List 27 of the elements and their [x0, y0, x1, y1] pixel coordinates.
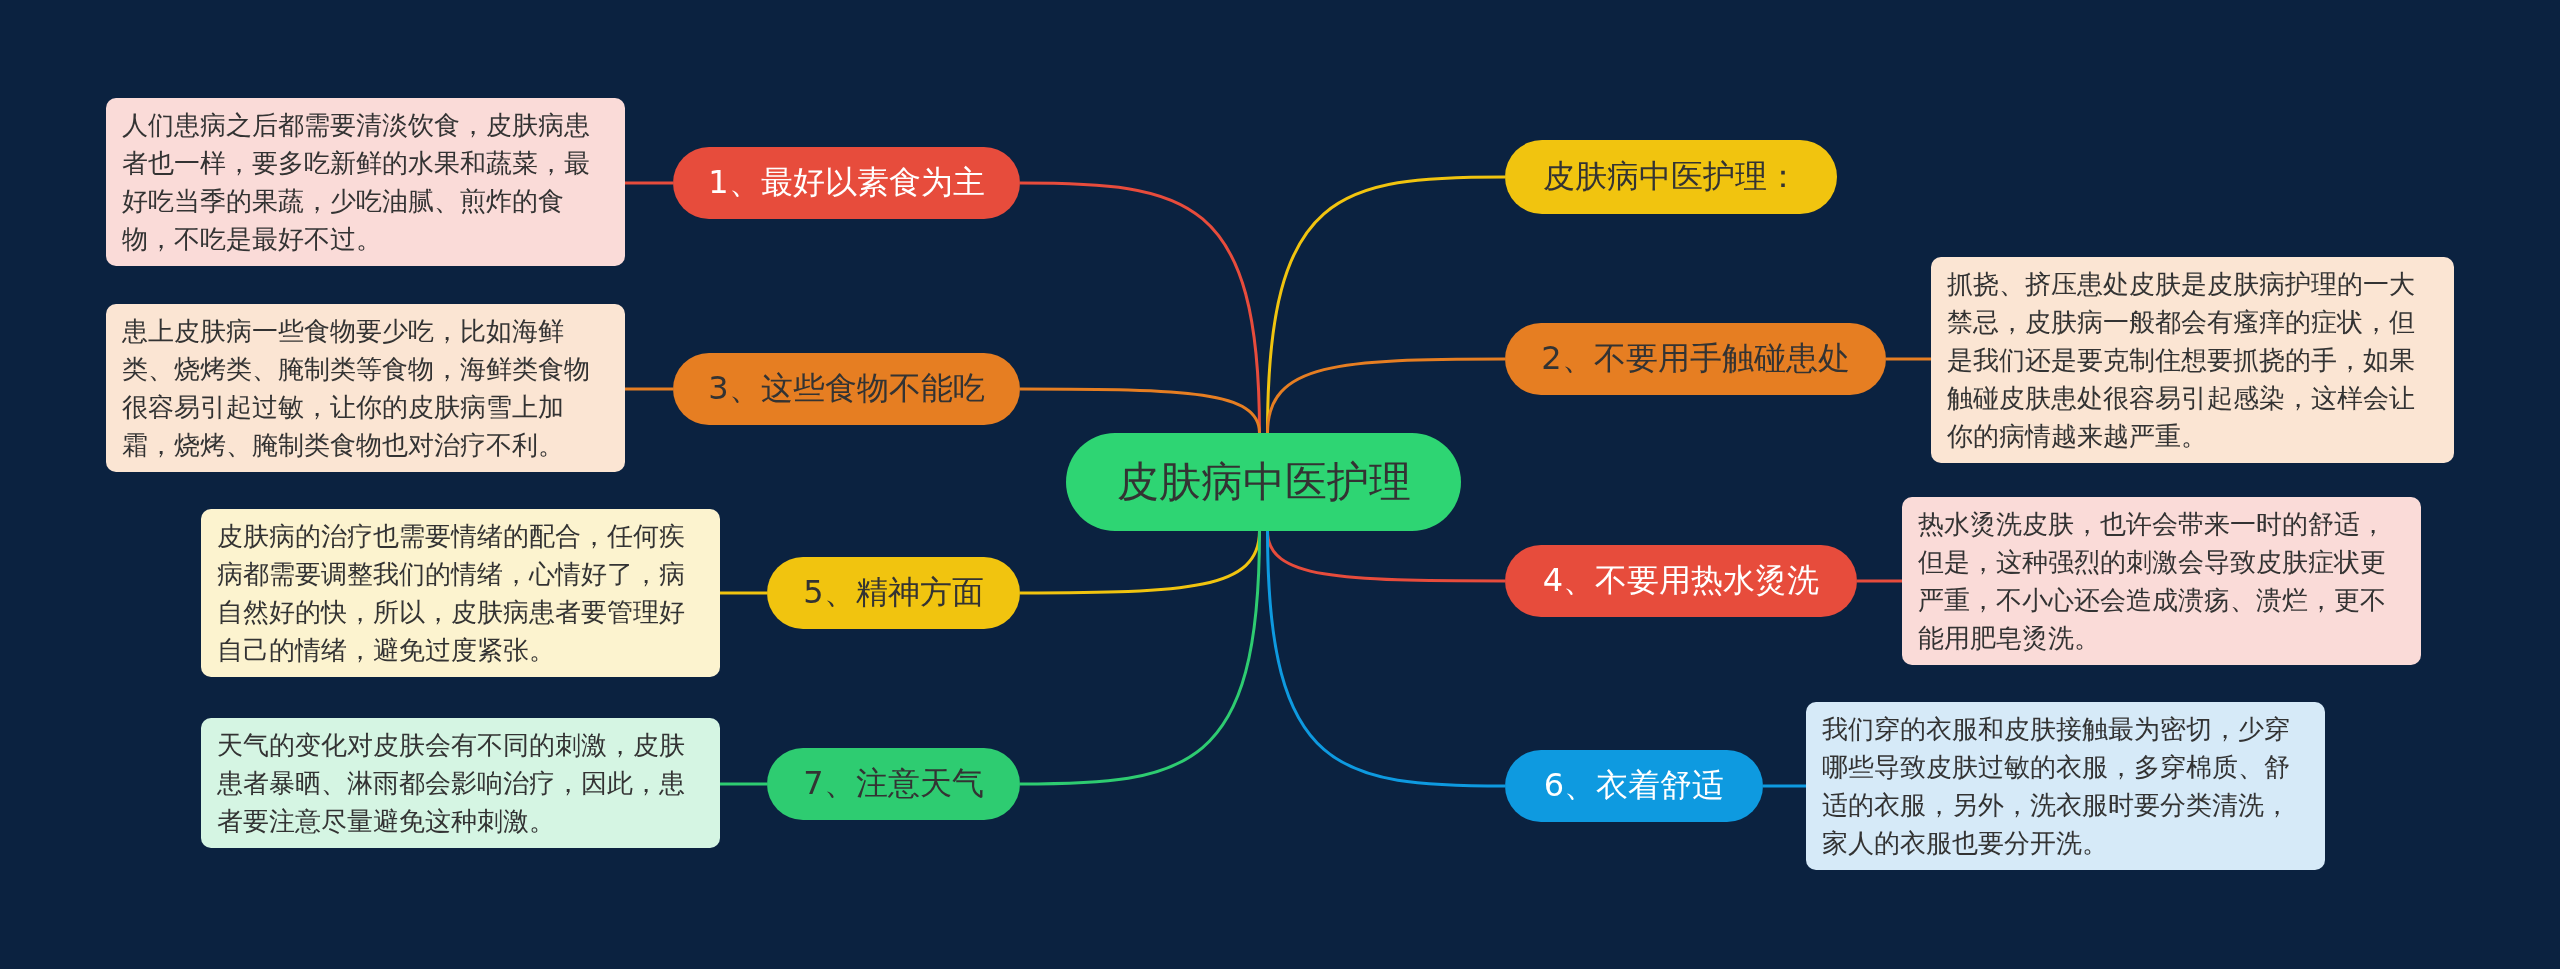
connector-line: [1763, 784, 1806, 788]
connector-line: [1020, 530, 1261, 786]
connector-line: [1857, 579, 1902, 583]
note-box: 我们穿的衣服和皮肤接触最为密切，少穿哪些导致皮肤过敏的衣服，多穿棉质、舒适的衣服，另外，洗衣服时要分类清洗，家人的衣服也要分开洗。: [1806, 702, 2325, 870]
topic-pill: 1、最好以素食为主: [673, 147, 1020, 219]
topic-pill: 皮肤病中医护理：: [1505, 140, 1837, 214]
topic-pill: 6、衣着舒适: [1505, 750, 1763, 822]
connector-line: [720, 591, 767, 595]
note-box: 天气的变化对皮肤会有不同的刺激，皮肤患者暴晒、淋雨都会影响治疗，因此，患者要注意尽量避免这种刺激。: [201, 718, 720, 848]
connector-line: [625, 181, 673, 185]
note-box: 人们患病之后都需要清淡饮食，皮肤病患者也一样，要多吃新鲜的水果和蔬菜，最好吃当季的果蔬，少吃油腻、煎炸的食物，不吃是最好不过。: [106, 98, 625, 266]
note-box: 皮肤病的治疗也需要情绪的配合，任何疾病都需要调整我们的情绪，心情好了，病自然好的快，所以，皮肤病患者要管理好自己的情绪，避免过度紧张。: [201, 509, 720, 677]
note-box: 患上皮肤病一些食物要少吃，比如海鲜类、烧烤类、腌制类等食物，海鲜类食物很容易引起过敏，让你的皮肤病雪上加霜，烧烤、腌制类食物也对治疗不利。: [106, 304, 625, 472]
central-topic: 皮肤病中医护理: [1066, 433, 1461, 531]
topic-pill: 3、这些食物不能吃: [673, 353, 1020, 425]
topic-pill: 5、精神方面: [767, 557, 1020, 629]
connector-line: [1266, 530, 1505, 788]
connector-line: [1886, 357, 1931, 361]
connector-line: [1266, 357, 1505, 434]
connector-line: [1020, 387, 1261, 434]
connector-line: [625, 387, 673, 391]
note-box: 热水烫洗皮肤，也许会带来一时的舒适，但是，这种强烈的刺激会导致皮肤症状更严重，不小心还会造成溃疡、溃烂，更不能用肥皂烫洗。: [1902, 497, 2421, 665]
connector-line: [720, 782, 767, 786]
topic-pill: 2、不要用手触碰患处: [1505, 323, 1886, 395]
topic-pill: 7、注意天气: [767, 748, 1020, 820]
note-box: 抓挠、挤压患处皮肤是皮肤病护理的一大禁忌，皮肤病一般都会有瘙痒的症状，但是我们还是要克制住想要抓挠的手，如果触碰皮肤患处很容易引起感染，这样会让你的病情越来越严重。: [1931, 257, 2454, 463]
topic-pill: 4、不要用热水烫洗: [1505, 545, 1857, 617]
